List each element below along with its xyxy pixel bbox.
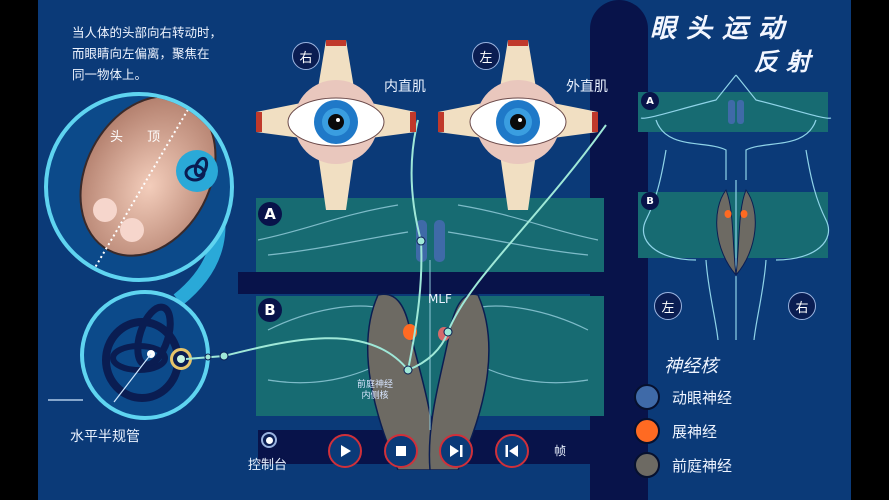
- legend-swatch-abducens: [634, 418, 660, 444]
- legend-item-abducens: 展神经: [634, 414, 732, 448]
- mlf-label: MLF: [428, 292, 452, 306]
- medial-rectus-label: 内直肌: [384, 79, 426, 95]
- canal-badge: [176, 150, 218, 192]
- horizontal-canal-label: 水平半规管: [70, 429, 140, 445]
- section-a-tag: A: [258, 202, 282, 226]
- play-icon: [341, 445, 351, 457]
- stop-button[interactable]: [384, 434, 418, 468]
- brainstem-outline: [640, 74, 832, 340]
- canal-pointer-line: [48, 399, 83, 401]
- intro-line-1: 当人体的头部向右转动时，: [72, 25, 223, 40]
- vestibular-label-line-2: 内侧核: [361, 391, 389, 401]
- console-toggle[interactable]: [261, 432, 277, 448]
- stop-icon: [396, 446, 406, 456]
- left-eye: [438, 40, 598, 210]
- legend-item-vestibular: 前庭神经: [634, 448, 732, 482]
- vestibular-label-line-1: 前庭神经: [356, 380, 393, 390]
- frame-label: 帧: [554, 444, 567, 458]
- legend-swatch-vestibular: [634, 452, 660, 478]
- intro-line-2: 而眼睛向左偏离，聚焦在: [72, 46, 210, 61]
- brainstem-left-tag: 左: [654, 292, 682, 320]
- legend-title: 神经核: [664, 356, 718, 377]
- title-line-1: 眼头运动: [650, 14, 795, 44]
- brainstem-b-tag: B: [641, 192, 659, 210]
- right-eye: [256, 40, 416, 210]
- vestibular-nucleus-label: 前庭神经 内侧核: [350, 380, 400, 402]
- legend-label-oculomotor: 动眼神经: [672, 388, 733, 407]
- brainstem-a-tag: A: [641, 92, 659, 110]
- step-forward-button[interactable]: [439, 434, 473, 468]
- console-label: 控制台: [248, 458, 288, 473]
- head-top-label: 头 顶: [110, 130, 171, 145]
- intro-line-3: 同一物体上。: [72, 67, 148, 82]
- legend-swatch-oculomotor: [634, 384, 660, 410]
- intro-text: 当人体的头部向右转动时， 而眼睛向左偏离，聚焦在 同一物体上。: [72, 22, 282, 85]
- step-forward-icon: [450, 445, 463, 457]
- section-divider-band: [238, 272, 638, 294]
- title-line-2: 反射: [754, 47, 818, 76]
- section-a: [256, 198, 604, 272]
- brainstem-cross-sections: [185, 119, 607, 470]
- step-back-button[interactable]: [495, 434, 529, 468]
- oculomotor-nucleus-right: [434, 220, 445, 262]
- lateral-rectus-label: 外直肌: [566, 79, 608, 95]
- head-diagram: 头 顶: [44, 92, 234, 282]
- stage: 当人体的头部向右转动时， 而眼睛向左偏离，聚焦在 同一物体上。 眼头运动 反射 …: [38, 0, 851, 500]
- head-illustration: [79, 96, 217, 272]
- legend: 神经核 动眼神经 展神经 前庭神经: [634, 352, 732, 482]
- section-b-tag: B: [258, 298, 282, 322]
- vestibular-nucleus-right: [428, 293, 490, 470]
- step-back-icon: [505, 445, 518, 457]
- play-button[interactable]: [328, 434, 362, 468]
- legend-label-vestibular: 前庭神经: [672, 456, 733, 475]
- semicircular-canal-icon: [184, 156, 209, 182]
- left-eye-tag: 左: [472, 42, 500, 70]
- right-eye-tag: 右: [292, 42, 320, 70]
- brainstem-right-tag: 右: [788, 292, 816, 320]
- legend-label-abducens: 展神经: [672, 422, 718, 441]
- legend-item-oculomotor: 动眼神经: [634, 380, 732, 414]
